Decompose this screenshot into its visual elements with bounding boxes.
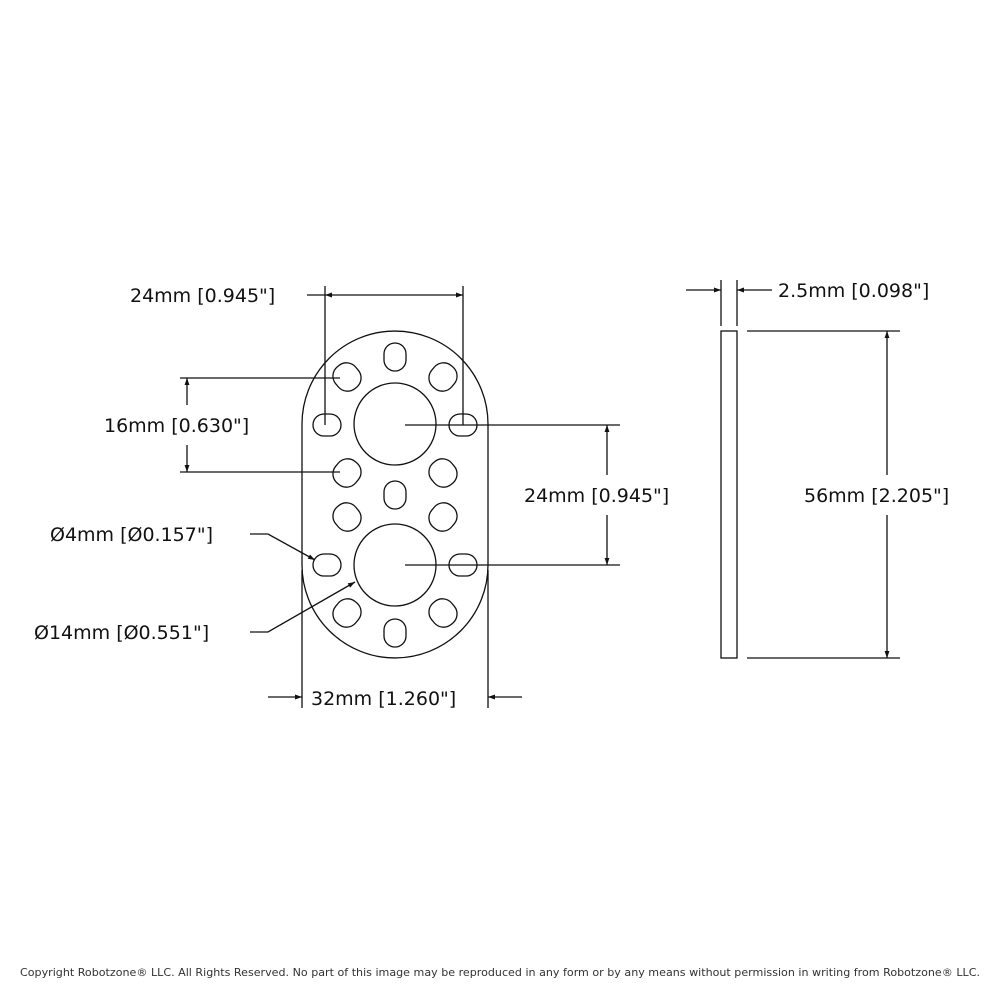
dim-small-hole: Ø4mm [Ø0.157"] (50, 524, 213, 546)
copyright: Copyright Robotzone® LLC. All Rights Res… (20, 966, 980, 979)
large-hole-top (353, 382, 437, 466)
dim-overall-length: 56mm [2.205"] (804, 485, 949, 507)
dim-center-spacing: 24mm [0.945"] (524, 485, 669, 507)
side-view (720, 330, 738, 659)
dim-hole-spacing: 16mm [0.630"] (104, 415, 249, 437)
dim-top-width: 24mm [0.945"] (130, 285, 275, 307)
plate-outline (301, 330, 489, 659)
dim-large-hole: Ø14mm [Ø0.551"] (34, 622, 209, 644)
dim-overall-width: 32mm [1.260"] (311, 688, 456, 710)
small-holes (312, 342, 478, 648)
dim-thickness: 2.5mm [0.098"] (778, 280, 929, 302)
